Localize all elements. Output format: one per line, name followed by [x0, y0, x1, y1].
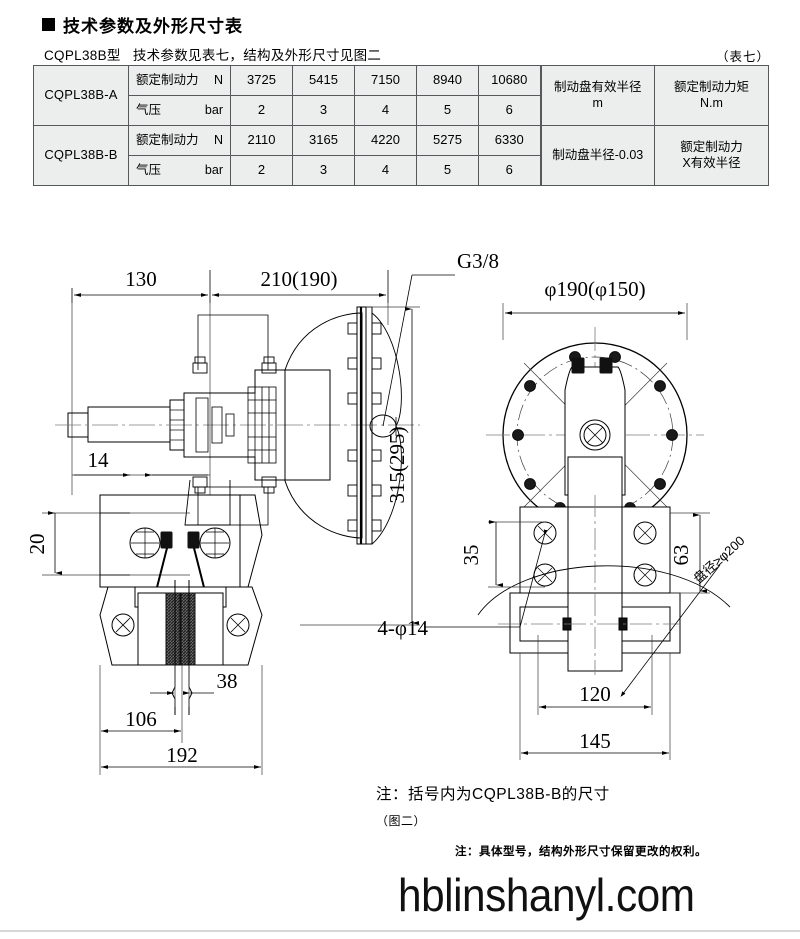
dim-label-106: 106 — [125, 707, 157, 731]
cell-b-press-5: 6 — [478, 155, 541, 186]
cell-b-press-2: 3 — [292, 155, 355, 186]
right-view-caliper — [498, 357, 681, 675]
dim-38 — [150, 665, 214, 707]
cell-a-force-3: 7150 — [354, 65, 417, 96]
table-row: CQPL38B-B 额定制动力 N 2110 3165 4220 5275 63… — [33, 125, 769, 186]
dim-top-left — [71, 270, 389, 303]
row-label-force-a: 额定制动力 N — [128, 65, 231, 96]
rated-torque-header: 额定制动力矩 N.m — [654, 65, 769, 126]
left-view-pads — [99, 580, 263, 715]
dim-120-145 — [519, 635, 671, 760]
cell-b-press-3: 4 — [354, 155, 417, 186]
row-label-force-a-text: 额定制动力 — [136, 72, 199, 87]
cell-a-force-4: 8940 — [416, 65, 479, 96]
site-watermark: hblinshanyl.com — [398, 869, 695, 921]
dim-label-192: 192 — [166, 743, 198, 767]
left-view-shaft — [55, 399, 420, 451]
left-view-cylinder — [284, 306, 402, 545]
rights-note: 注：具体型号，结构外形尺寸保留更改的权利。 — [455, 846, 707, 858]
row-label-force-b-text: 额定制动力 — [136, 132, 199, 147]
page-title-text: 技术参数及外形尺寸表 — [63, 17, 243, 36]
row-label-pressure-b-text: 气压 — [136, 162, 162, 177]
page-subtitle: CQPL38B型 技术参数见表七，结构及外形尺寸见图二 — [44, 48, 382, 63]
row-label-pressure-b: 气压 bar — [128, 155, 231, 186]
bottom-divider — [0, 930, 800, 932]
table-caption: （表七） — [715, 50, 770, 64]
dim-label-g38: G3/8 — [457, 249, 499, 273]
row-label-force-b-unit: N — [213, 132, 223, 147]
dim-315 — [300, 306, 420, 626]
dim-label-35: 35 — [459, 545, 483, 566]
page-title: 技术参数及外形尺寸表 — [42, 12, 742, 37]
dim-label-130: 130 — [125, 267, 157, 291]
cell-b-force-3: 4220 — [354, 125, 417, 156]
dim-35 — [488, 520, 545, 588]
dim-label-14: 14 — [88, 448, 110, 472]
disc-radius-note: 盘径≥φ200 — [690, 533, 747, 586]
cell-b-force-2: 3165 — [292, 125, 355, 156]
dim-106-192 — [99, 665, 263, 775]
dim-phi190 — [502, 303, 688, 340]
bracket-note: 注：括号内为CQPL38B-B的尺寸 — [376, 786, 610, 803]
cell-a-press-4: 5 — [416, 95, 479, 126]
row-label-force-b: 额定制动力 N — [128, 125, 231, 156]
cell-b-press-1: 2 — [230, 155, 293, 186]
dim-label-phi190: φ190(φ150) — [544, 277, 645, 301]
row-label-pressure-b-unit: bar — [204, 162, 223, 177]
cell-a-force-5: 10680 — [478, 65, 541, 96]
effective-radius-header: 制动盘有效半径 m — [539, 65, 655, 126]
cell-a-press-1: 2 — [230, 95, 293, 126]
cell-a-force-1: 3725 — [230, 65, 293, 96]
dim-label-210: 210(190) — [261, 267, 338, 291]
technical-drawing: 130 210(190) G3/8 315(295) 14 20 38 106 … — [0, 195, 800, 795]
dim-label-120: 120 — [579, 682, 611, 706]
cell-a-press-2: 3 — [292, 95, 355, 126]
cell-a-press-5: 6 — [478, 95, 541, 126]
effective-radius-value: 制动盘半径-0.03 — [539, 125, 655, 186]
dim-label-145: 145 — [579, 729, 611, 753]
dim-label-315: 315(295) — [385, 427, 409, 504]
cell-a-press-3: 4 — [354, 95, 417, 126]
leader-g38 — [382, 274, 455, 427]
table-row: 气压 bar 2 3 4 5 6 — [34, 155, 769, 186]
row-label-pressure-a-text: 气压 — [136, 102, 162, 117]
figure-caption: （图二） — [376, 814, 427, 828]
dim-63 — [670, 512, 710, 594]
left-view-caliper — [99, 494, 263, 608]
dim-label-38: 38 — [217, 669, 238, 693]
spec-table: CQPL38B-A 额定制动力 N 3725 5415 7150 8940 10… — [33, 65, 769, 186]
model-cell-a: CQPL38B-A — [33, 65, 129, 126]
cell-b-force-1: 2110 — [230, 125, 293, 156]
cell-a-force-2: 5415 — [292, 65, 355, 96]
dim-label-4phi14: 4-φ14 — [377, 616, 428, 640]
dim-label-63: 63 — [669, 545, 693, 566]
dim-label-20: 20 — [25, 534, 49, 555]
row-label-pressure-a-unit: bar — [204, 102, 223, 117]
drawing-svg: 130 210(190) G3/8 315(295) 14 20 38 106 … — [25, 249, 748, 775]
cell-b-press-4: 5 — [416, 155, 479, 186]
row-label-pressure-a: 气压 bar — [128, 95, 231, 126]
document-header: 技术参数及外形尺寸表 CQPL38B型 技术参数见表七，结构及外形尺寸见图二 — [42, 12, 742, 64]
cell-b-force-5: 6330 — [478, 125, 541, 156]
model-cell-b: CQPL38B-B — [33, 125, 129, 186]
leader-4phi14 — [425, 529, 548, 628]
cell-b-force-4: 5275 — [416, 125, 479, 156]
left-view-housing — [183, 314, 331, 526]
rated-torque-value: 额定制动力 X有效半径 — [654, 125, 769, 186]
table-row: 气压 bar 2 3 4 5 6 — [34, 95, 769, 126]
row-label-force-a-unit: N — [213, 72, 223, 87]
filled-square-icon — [42, 18, 55, 31]
table-row: CQPL38B-A 额定制动力 N 3725 5415 7150 8940 10… — [33, 65, 769, 126]
